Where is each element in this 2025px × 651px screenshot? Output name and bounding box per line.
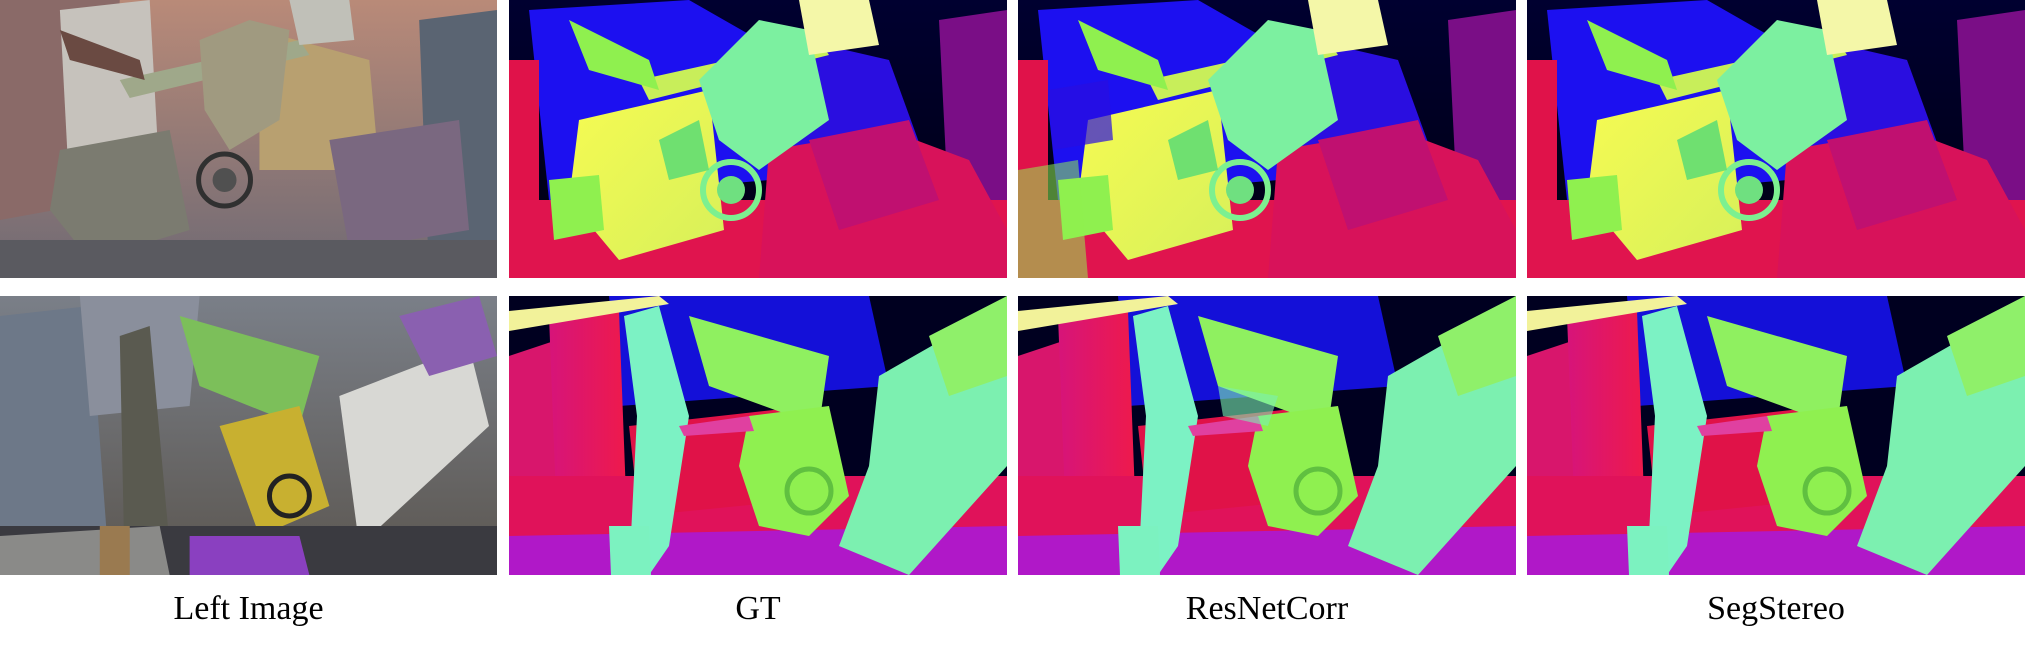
- left-image-row1: [0, 0, 497, 278]
- left-image-row2: [0, 296, 497, 575]
- resnetcorr-disparity-row2: [1018, 296, 1516, 575]
- resnetcorr-disparity-row1: [1018, 0, 1516, 278]
- gt-disparity-row2: [509, 296, 1007, 575]
- segstereo-disparity-row2: [1527, 296, 2025, 575]
- caption-gt: GT: [735, 590, 781, 627]
- caption-left-image: Left Image: [173, 590, 324, 627]
- gt-disparity-row1: [509, 0, 1007, 278]
- caption-resnetcorr: ResNetCorr: [1185, 590, 1349, 627]
- segstereo-disparity-row1: [1527, 0, 2025, 278]
- caption-segstereo: SegStereo: [1707, 590, 1845, 627]
